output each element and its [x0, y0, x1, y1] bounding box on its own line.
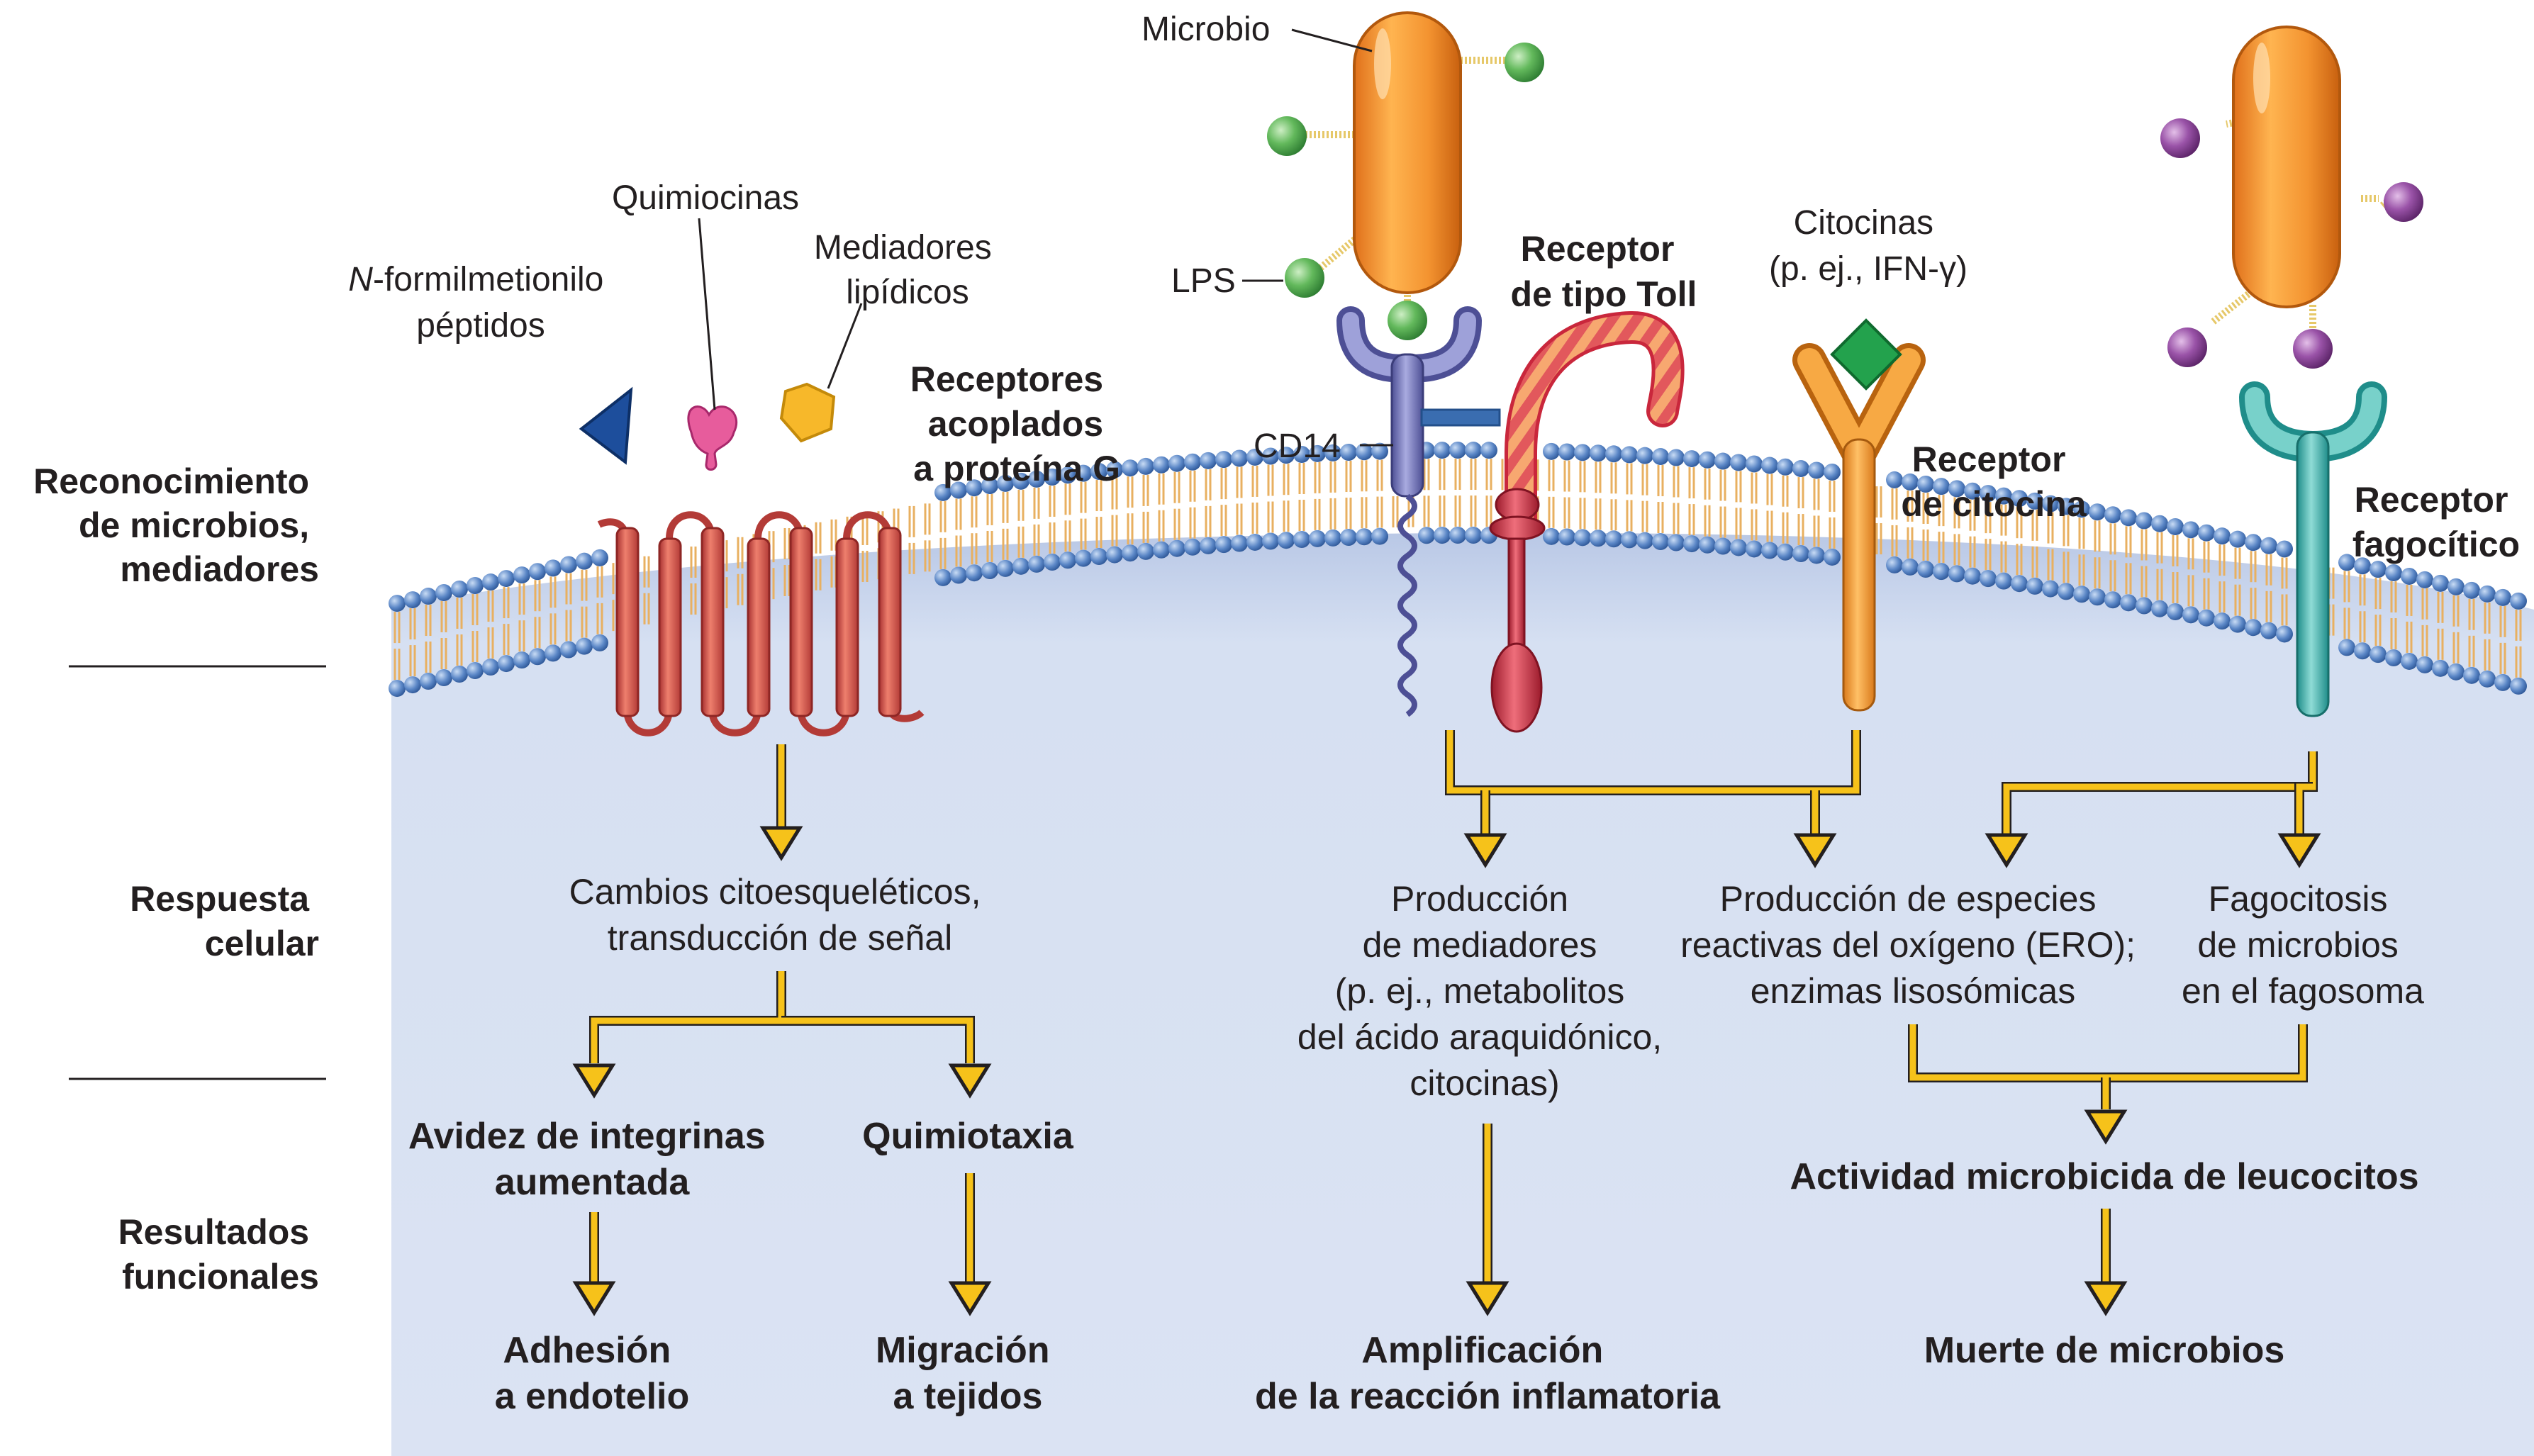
- cytokine-receptor: [1792, 343, 1926, 712]
- cytokine-ligand-icon: [1830, 318, 1902, 391]
- response-mediators: Producción de mediadores (p. ej., metabo…: [1297, 879, 1672, 1103]
- lipid-bilayer-heads: [389, 442, 2527, 698]
- label-gpcr: Receptores acoplados a proteína G: [910, 359, 1120, 488]
- response-phagocytosis: Fagocitosis de microbios en el fagosoma: [2182, 879, 2424, 1011]
- result-integrin-avidity: Avidez de integrinas aumentada: [408, 1116, 776, 1203]
- cd14-receptor: [1336, 306, 1501, 717]
- result-microbicidal-activity: Actividad microbicida de leucocitos: [1790, 1156, 2418, 1197]
- label-phagocytic-receptor: Receptor fagocítico: [2352, 480, 2520, 564]
- label-lipid-mediators: Mediadores lipídicos: [814, 229, 1001, 311]
- outcome-migration: Migración a tejidos: [876, 1330, 1060, 1417]
- toll-like-receptor: [1489, 311, 1685, 733]
- response-cytoskeletal: Cambios citoesqueléticos, transducción d…: [569, 872, 991, 958]
- row-label-response: Respuesta celular: [130, 879, 319, 963]
- label-lps: LPS: [1171, 262, 1236, 300]
- row-label-recognition: Reconocimiento de microbios, mediadores: [33, 461, 319, 589]
- fmlp-ligand-icon: [579, 386, 633, 465]
- label-cd14: CD14: [1254, 427, 1341, 465]
- lipid-bilayer-tails: [394, 459, 2522, 681]
- microbe-icon-phagocytic: [2160, 26, 2423, 369]
- label-fmlp: N-formilmetionilo péptidos: [348, 261, 613, 345]
- leukocyte-cell: [391, 532, 2534, 1456]
- label-cytokines: Citocinas (p. ej., IFN-γ): [1769, 204, 1968, 288]
- chemokine-ligand-icon: [687, 405, 738, 471]
- microbe-icon: [1267, 11, 1544, 340]
- lipid-mediator-ligand-icon: [779, 382, 836, 443]
- result-chemotaxis: Quimiotaxia: [862, 1116, 1074, 1157]
- outcome-adhesion: Adhesión a endotelio: [495, 1330, 689, 1417]
- label-chemokines: Quimiocinas: [612, 179, 799, 217]
- label-cytokine-receptor: Receptor de citocina: [1901, 439, 2087, 524]
- phagocytic-receptor: [2239, 381, 2387, 717]
- row-label-outcomes: Resultados funcionales: [118, 1212, 319, 1297]
- response-ros: Producción de especies reactivas del oxí…: [1680, 879, 2145, 1011]
- label-tlr: Receptor de tipo Toll: [1511, 229, 1697, 314]
- outcome-microbe-killing: Muerte de microbios: [1924, 1330, 2285, 1371]
- label-microbe: Microbio: [1142, 11, 1270, 48]
- g-protein-coupled-receptor: [597, 511, 925, 737]
- signal-arrows: [572, 730, 2321, 1316]
- outcome-amplification: Amplificación de la reacción inflamatori…: [1255, 1330, 1721, 1417]
